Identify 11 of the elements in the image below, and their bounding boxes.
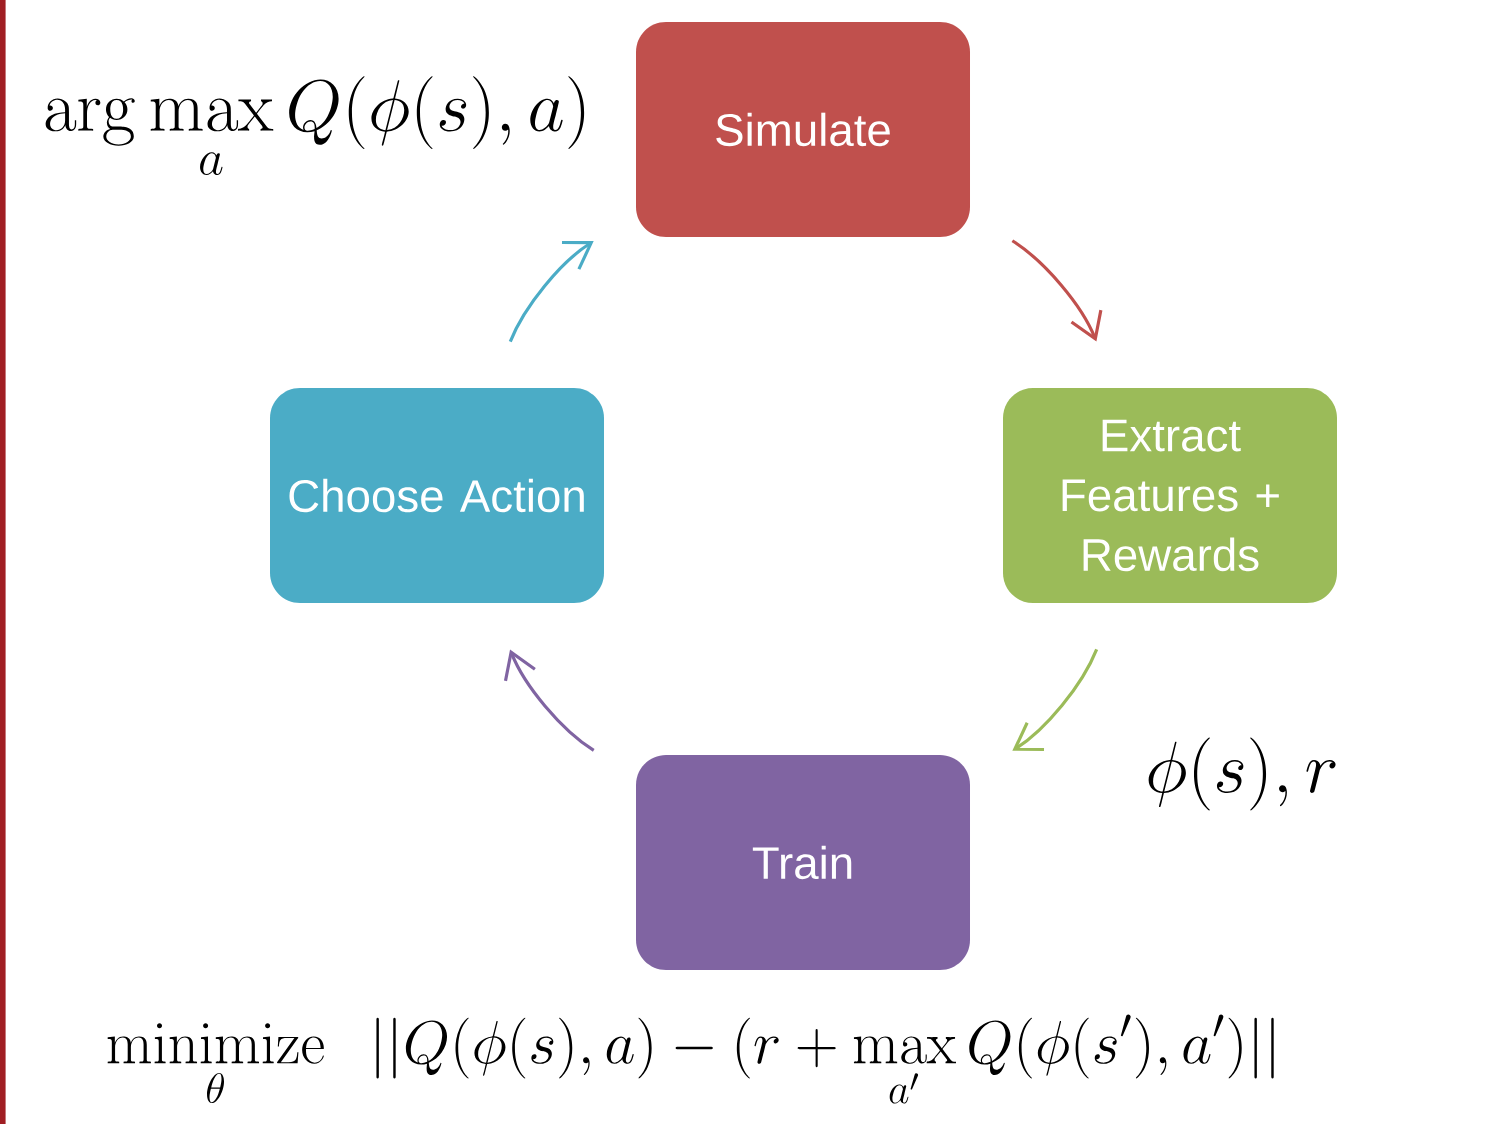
formula-label: $\arg\max_a Q(\phi(s), a)$ — [45, 76, 585, 175]
process-box: Extract Features + Rewards — [1003, 388, 1337, 603]
arrow — [1012, 648, 1099, 752]
arrow — [1011, 239, 1103, 342]
process-box: Train — [636, 755, 970, 970]
formula-label: $\mathop{\mathrm{minimize}}\limits_{\theta}\;\; ||Q(\phi(s), a) - (r + \max_{a'} Q(\phi(s'), a')||$ — [107, 1014, 1274, 1104]
arrow — [508, 240, 594, 343]
process-box: Simulate — [636, 22, 970, 237]
process-box: Choose Action — [270, 388, 604, 603]
arrow — [503, 649, 595, 752]
formula-label: $\phi(s), r$ — [1148, 737, 1336, 811]
